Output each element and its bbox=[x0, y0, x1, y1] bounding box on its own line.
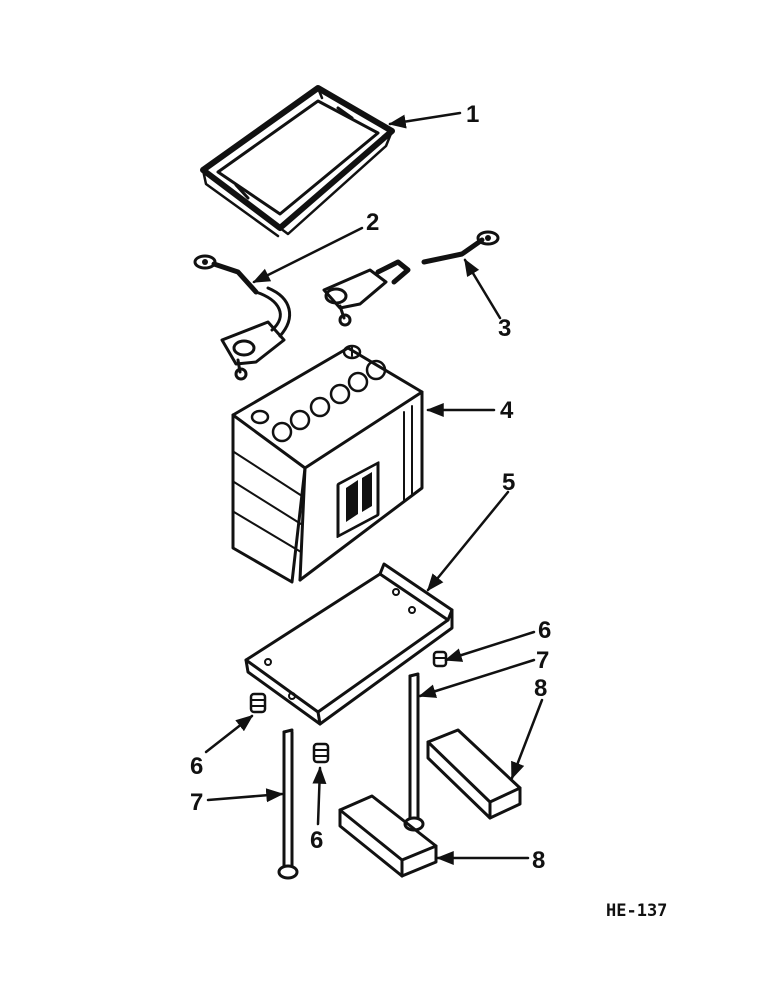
callout-7-left: 7 bbox=[190, 789, 203, 816]
negative-cable-clamp-part bbox=[193, 254, 291, 381]
positive-cable-clamp-part bbox=[322, 230, 500, 327]
callout-6-left: 6 bbox=[190, 753, 203, 780]
callout-7-right: 7 bbox=[536, 647, 549, 674]
callout-6-right: 6 bbox=[538, 617, 551, 644]
callout-4: 4 bbox=[500, 397, 514, 424]
bolt-part bbox=[277, 672, 425, 880]
callout-6-bottom: 6 bbox=[310, 827, 323, 854]
battery-part bbox=[231, 344, 424, 584]
spacer-block-part bbox=[338, 728, 522, 878]
callout-1: 1 bbox=[466, 101, 479, 128]
callout-labels: 1 2 3 4 5 6 7 8 6 7 6 8 bbox=[190, 101, 551, 874]
battery-tray-part bbox=[244, 562, 454, 726]
callout-3: 3 bbox=[498, 315, 511, 342]
callout-8-upper: 8 bbox=[534, 675, 547, 702]
leader-lines bbox=[204, 111, 544, 865]
callout-5: 5 bbox=[502, 469, 515, 496]
battery-frame-part bbox=[200, 85, 395, 238]
nut-part bbox=[249, 650, 448, 764]
callout-2: 2 bbox=[366, 209, 379, 236]
callout-8-lower: 8 bbox=[532, 847, 545, 874]
reference-code: HE-137 bbox=[606, 901, 667, 921]
